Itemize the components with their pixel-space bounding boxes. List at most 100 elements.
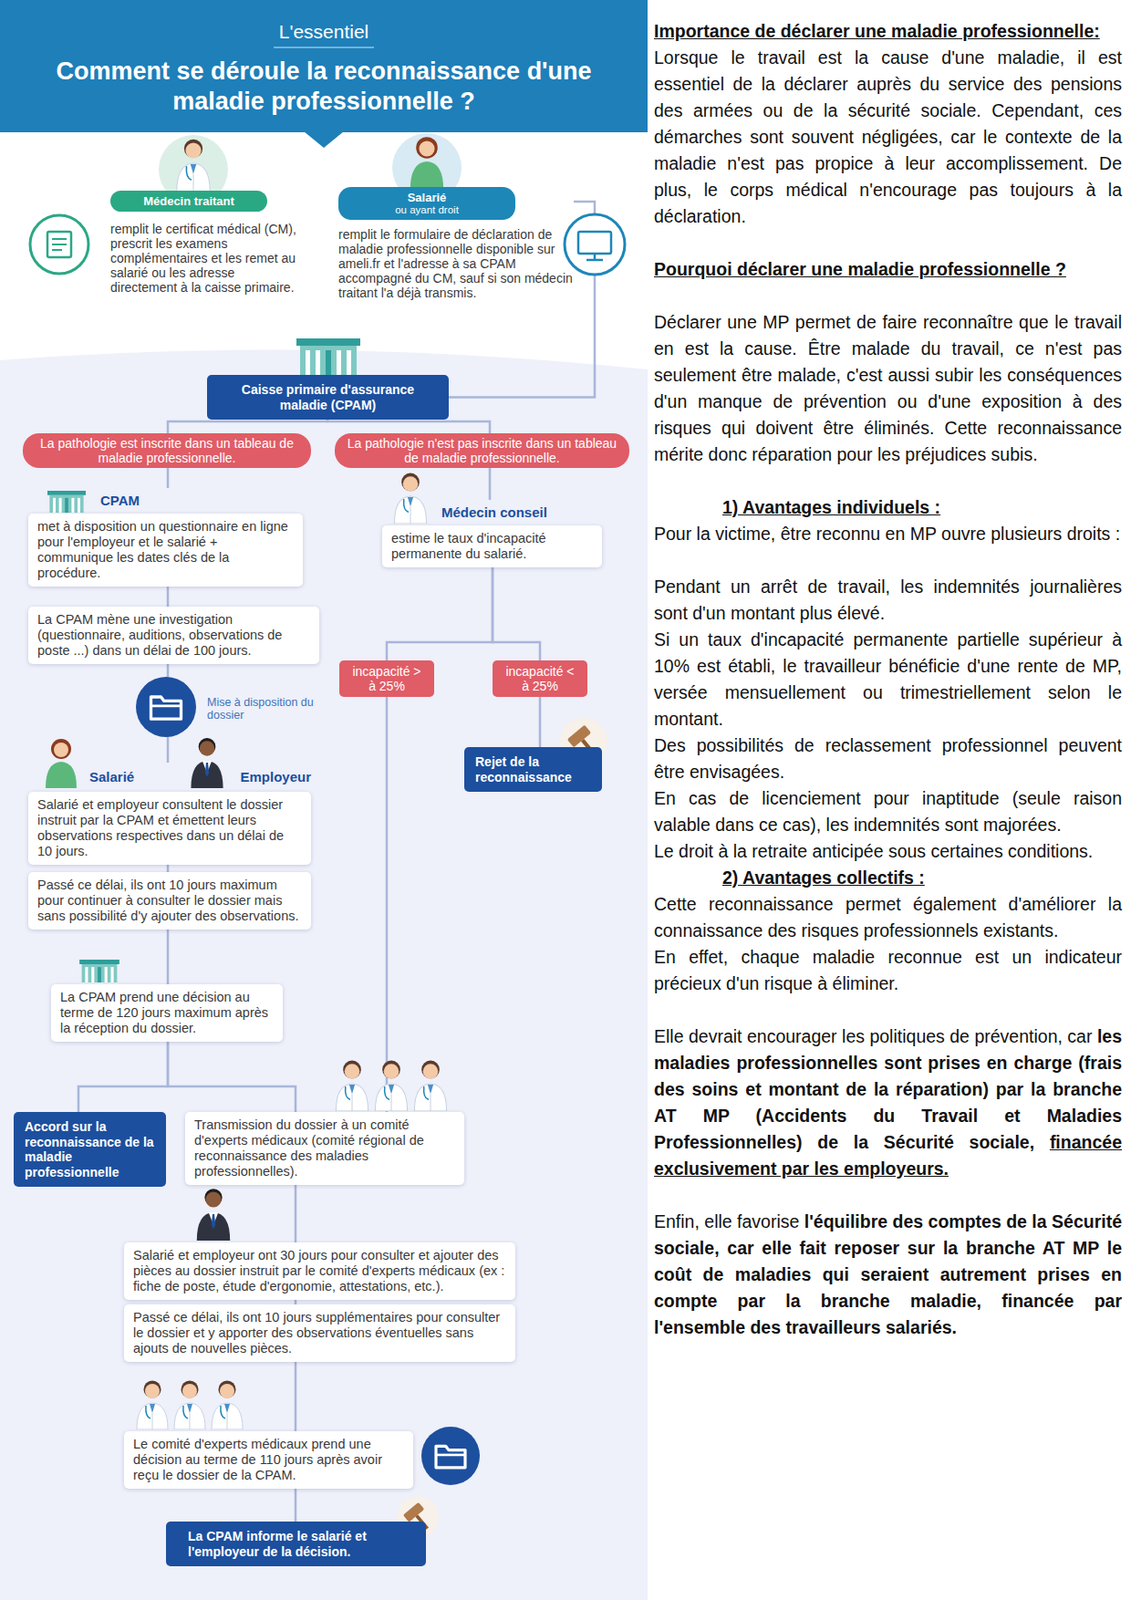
document-text: Cette reconnaissance permet également d'… (653, 893, 1122, 941)
flow-connector (166, 864, 170, 872)
condition-box: incapacité > à 25% (339, 660, 435, 697)
node-text: remplit le certificat médical (CM), pres… (110, 221, 304, 295)
employer-figure (197, 1188, 230, 1241)
cpam-building (79, 959, 120, 983)
actor-block: Salariéou ayant droitremplit le formulai… (338, 186, 574, 301)
panel-ground (0, 350, 648, 1600)
icon-caption: Mise à disposition du dossier (207, 695, 315, 722)
node-text: Médecin conseil (441, 499, 602, 526)
paragraph: Des possibilités de reclassement profess… (653, 732, 1122, 786)
node-text: Caisse primaire d'assurance maladie (CPA… (217, 382, 438, 413)
flow-connector (327, 419, 490, 434)
document-text: Si un taux d'incapacité permanente parti… (653, 629, 1122, 729)
node-text: La CPAM mène une investigation (question… (37, 612, 311, 659)
paragraph: 1) Avantages individuels : (653, 494, 1122, 521)
doctor-figure (394, 473, 426, 524)
document-text: Le droit à la retraite anticipée sous ce… (653, 840, 1093, 862)
node-text: Transmission du dossier à un comité d'ex… (194, 1117, 456, 1180)
document-text: Pour la victime, être reconnu en MP ouvr… (653, 523, 1121, 544)
node-text: Salarié et employeur consultent le dossi… (37, 797, 302, 860)
outcome-box: Accord sur la reconnaissance de la malad… (13, 1111, 167, 1187)
flow-connector (294, 1361, 298, 1432)
node-text: remplit le formulaire de déclaration de … (338, 227, 574, 301)
node-text: La CPAM informe le salarié et l'employeu… (187, 1528, 416, 1559)
paragraph: En effet, chaque maladie reconnue est un… (653, 944, 1122, 997)
process-box: Le comité d'experts médicaux prend une d… (124, 1431, 414, 1489)
flow-connector (166, 467, 170, 488)
employer-figure (190, 737, 223, 789)
text-group: CPAM (28, 487, 303, 514)
flow-connector (539, 696, 542, 748)
paragraph: Si un taux d'incapacité permanente parti… (653, 626, 1122, 733)
paragraph: Lorsque le travail est la cause d'une ma… (653, 44, 1122, 230)
header-rule (273, 46, 374, 49)
document-text: 2) Avantages collectifs : (722, 867, 925, 888)
condition-pill: La pathologie est inscrite dans un table… (22, 433, 312, 468)
flow-connector (294, 1488, 298, 1522)
paragraph: Cette reconnaissance permet également d'… (653, 891, 1122, 945)
folder-icon (421, 1426, 480, 1485)
flow-connector (167, 1041, 296, 1112)
node-text: Médecin traitant (119, 194, 259, 208)
flow-connector (78, 1041, 168, 1112)
node-text: Rejet de la reconnaissance (475, 754, 592, 785)
doctor-figure (414, 1060, 447, 1111)
node-text: La pathologie n'est pas inscrite dans un… (343, 435, 621, 466)
text-group: remplit le formulaire de déclaration de … (338, 227, 574, 301)
node-text: estime le taux d'incapacité permanente d… (391, 530, 593, 562)
title-text: Comment se déroule la reconnaissance d'u… (50, 56, 598, 117)
process-box: Salarié et employeur ont 30 jours pour c… (124, 1242, 516, 1300)
process-box: Passé ce délai, ils ont 10 jours supplém… (124, 1304, 516, 1362)
header-pointer (303, 131, 344, 148)
text-group: remplit le certificat médical (CM), pres… (110, 221, 304, 295)
document-text: Pourquoi déclarer une maladie profession… (653, 259, 1067, 280)
node-text: incapacité < à 25% (505, 664, 575, 694)
node-text: La CPAM prend une décision au terme de 1… (60, 989, 274, 1037)
folder-icon (135, 676, 197, 737)
node-text: ou ayant droit (347, 204, 507, 217)
text-group: SalariéEmployeur (28, 762, 312, 792)
document-text: Lorsque le travail est la cause d'une ma… (653, 47, 1122, 227)
doctor-figure (335, 1060, 368, 1111)
paragraph: Pour la victime, être reconnu en MP ouvr… (653, 520, 1122, 548)
condition-pill: La pathologie n'est pas inscrite dans un… (334, 433, 630, 468)
paragraph: Pourquoi déclarer une maladie profession… (653, 256, 1122, 283)
doctor-figure (136, 1380, 168, 1431)
cpam-building (47, 490, 86, 513)
process-box: La CPAM mène une investigation (question… (28, 606, 320, 665)
outcome-box: La CPAM informe le salarié et l'employeu… (166, 1521, 426, 1567)
process-box: Transmission du dossier à un comité d'ex… (185, 1111, 465, 1185)
flow-connector (488, 467, 492, 500)
doctor-figure (211, 1380, 243, 1431)
paragraph: Pendant un arrêt de travail, les indemni… (653, 573, 1122, 627)
monitor-icon (564, 214, 625, 275)
node-text: Accord sur la reconnaissance de la malad… (24, 1119, 156, 1180)
text-group: met à disposition un questionnaire en li… (28, 513, 303, 587)
flow-connector (167, 419, 328, 434)
node-text: met à disposition un questionnaire en li… (37, 518, 294, 582)
step-block: Médecin conseil estime le taux d'incapaci… (382, 499, 602, 568)
condition-box: incapacité < à 25% (492, 660, 588, 697)
document-text: Des possibilités de reclassement profess… (653, 735, 1122, 782)
document-text: 1) Avantages individuels : (722, 497, 941, 518)
paragraph: Elle devrait encourager les politiques d… (653, 1023, 1122, 1183)
node-text: incapacité > à 25% (352, 664, 422, 694)
organisation-box: Caisse primaire d'assurance maladie (CPA… (207, 374, 449, 420)
document-text: En effet, chaque maladie reconnue est un… (653, 946, 1122, 994)
flow-connector (385, 696, 389, 1112)
flow-connector (386, 567, 493, 661)
header-band (0, 0, 648, 133)
text-group: Médecin conseil (382, 499, 602, 526)
paragraph: En cas de licenciement pour inaptitude (… (653, 785, 1122, 839)
paragraph: Importance de déclarer une maladie profe… (653, 18, 1122, 45)
doctor-figure (174, 1380, 206, 1431)
flow-connector (166, 586, 170, 607)
document-text: Pendant un arrêt de travail, les indemni… (653, 576, 1122, 623)
employee-figure (45, 738, 77, 789)
node-text: Passé ce délai, ils ont 10 jours maximum… (37, 877, 302, 924)
outcome-box: Rejet de la reconnaissance (464, 747, 602, 792)
document-text: Enfin, elle favorise (653, 1211, 799, 1232)
document-text: En cas de licenciement pour inaptitude (… (653, 788, 1122, 835)
node-text: Salarié et employeur ont 30 jours pour c… (133, 1247, 507, 1295)
node-text: Employeur (239, 762, 312, 792)
